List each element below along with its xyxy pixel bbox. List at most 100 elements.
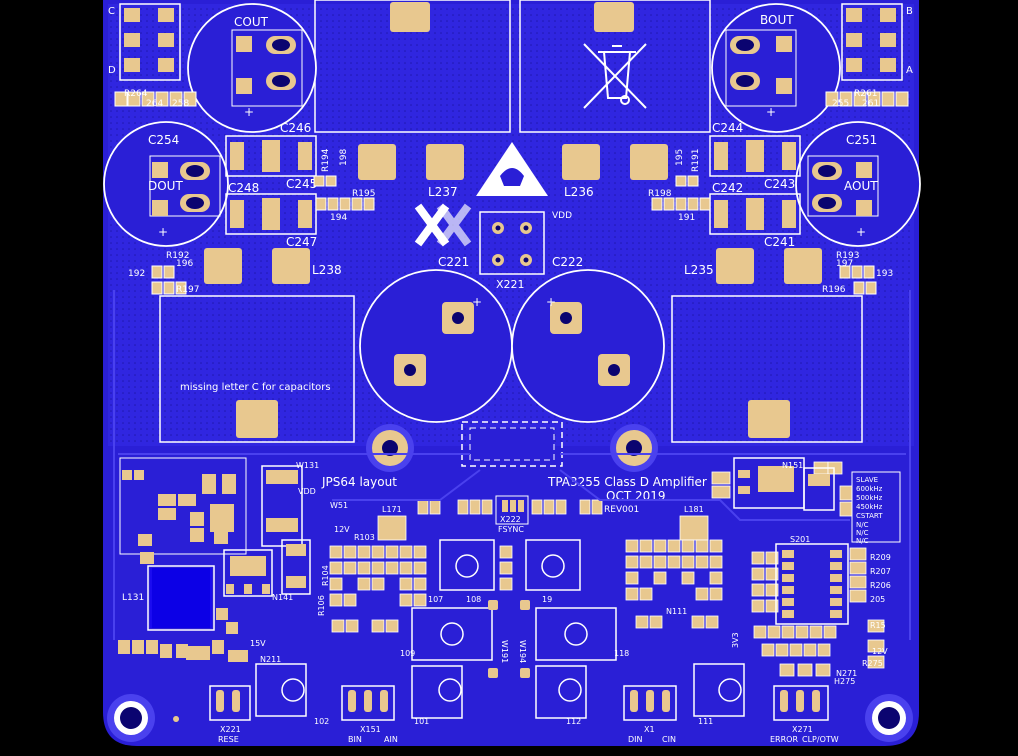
header-right bbox=[841, 3, 903, 81]
pad bbox=[390, 2, 430, 32]
connector-label-bin: BIN bbox=[348, 735, 362, 744]
block-label: 108 bbox=[466, 595, 481, 604]
resistor-row-top-right bbox=[825, 91, 909, 107]
freq-table-outline bbox=[851, 471, 901, 543]
freq-option: SLAVE bbox=[856, 476, 878, 484]
regulator-n151 bbox=[733, 457, 835, 511]
lower-left-section bbox=[118, 457, 311, 721]
resistor-label: 192 bbox=[128, 269, 145, 279]
cap-label: C247 bbox=[286, 235, 317, 249]
resistor-label: 194 bbox=[330, 213, 347, 223]
connector-label-x111: X1 bbox=[644, 725, 655, 734]
mounting-hole-right bbox=[865, 694, 913, 742]
weee-bin-icon bbox=[583, 43, 647, 109]
resistor-label: 264 bbox=[146, 99, 163, 109]
inductor-pad bbox=[358, 144, 396, 180]
block-label: R106 bbox=[317, 595, 326, 616]
resistor-label: R197 bbox=[176, 285, 199, 295]
ic-label-n151: N151 bbox=[782, 461, 803, 470]
resistor-label: 198 bbox=[339, 149, 349, 166]
freq-option: N/C bbox=[856, 521, 869, 529]
vdd-connector bbox=[479, 211, 545, 275]
inductor-outline-left bbox=[159, 295, 355, 443]
ic-label-n211: N211 bbox=[260, 655, 281, 664]
resistor-group bbox=[151, 265, 877, 295]
block-label: 102 bbox=[314, 717, 329, 726]
inductor-label-l236: L236 bbox=[564, 185, 594, 199]
wire-label-w51: W51 bbox=[330, 501, 348, 510]
ic-label-n141: N141 bbox=[272, 593, 293, 602]
freq-option: 500kHz bbox=[856, 494, 883, 502]
lower-middle-section bbox=[255, 539, 745, 721]
block-label: 118 bbox=[614, 649, 629, 658]
ic-tab bbox=[469, 427, 555, 461]
connector-label-ain: AIN bbox=[384, 735, 398, 744]
inductor-pad bbox=[784, 248, 822, 284]
resistor-label: R195 bbox=[352, 189, 375, 199]
inductor-pad bbox=[748, 400, 790, 438]
wire-label: W194 bbox=[518, 640, 527, 663]
ic-label: N271 bbox=[836, 669, 857, 678]
board-revision: REV001 bbox=[604, 505, 639, 515]
freq-option: 600kHz bbox=[856, 485, 883, 493]
pinhead-dot bbox=[173, 716, 180, 722]
resistor-label: 197 bbox=[836, 259, 853, 269]
capacitor-bout bbox=[711, 3, 841, 133]
switch-label-s201: S201 bbox=[790, 535, 810, 544]
cap-label: C245 bbox=[286, 177, 317, 191]
corner-label-b: B bbox=[906, 6, 913, 17]
voltage-label: 12V bbox=[872, 647, 888, 656]
film-capacitors-right bbox=[709, 135, 801, 235]
plus-mark: + bbox=[158, 225, 168, 239]
inductor-label-l235: L235 bbox=[684, 263, 714, 277]
company-logo-icon bbox=[414, 203, 472, 247]
connector-label-cin: CIN bbox=[662, 735, 676, 744]
header-label: H275 bbox=[834, 677, 855, 686]
cap-label: C243 bbox=[764, 177, 795, 191]
inductor-outline-right bbox=[671, 295, 863, 443]
capacitor-aout bbox=[795, 121, 921, 247]
board-title: TPA3255 Class D Amplifier bbox=[547, 475, 707, 489]
inductor-pad bbox=[562, 144, 600, 180]
freq-option: N/C bbox=[856, 529, 869, 537]
cap-label: C241 bbox=[764, 235, 795, 249]
plus-mark: + bbox=[856, 225, 866, 239]
cap-label-c251: C251 bbox=[846, 133, 877, 147]
resistor-label: 205 bbox=[870, 595, 885, 604]
freq-option: 450kHz bbox=[856, 503, 883, 511]
esd-warning-icon bbox=[476, 142, 548, 196]
connector-pins bbox=[348, 600, 820, 712]
wire-label-w131: W131 bbox=[296, 461, 319, 470]
inductor-label-l171: L171 bbox=[382, 505, 402, 514]
connector-label-rese: RESE bbox=[218, 735, 239, 744]
cap-label-bout: BOUT bbox=[760, 13, 794, 27]
freq-option: N/C bbox=[856, 537, 869, 545]
cap-label-c254: C254 bbox=[148, 133, 179, 147]
connector-label-clip: CLP/OTW bbox=[802, 735, 839, 744]
block-label: 107 bbox=[428, 595, 443, 604]
resistor-label: R261 bbox=[854, 89, 877, 99]
resistor-label: R193 bbox=[836, 251, 859, 261]
resistor-label: R15 bbox=[870, 621, 886, 630]
plus-mark: + bbox=[472, 295, 482, 309]
connector-label-x221: X221 bbox=[220, 725, 241, 734]
cap-label: C242 bbox=[712, 181, 743, 195]
x221-label: X221 bbox=[496, 278, 525, 291]
resistor-label: R191 bbox=[691, 149, 701, 172]
cap-label-cout: COUT bbox=[234, 15, 269, 29]
cap-label: C246 bbox=[280, 121, 311, 135]
inductor-label-l181: L181 bbox=[684, 505, 704, 514]
resistor-label: R209 bbox=[870, 553, 891, 562]
inductor-pad bbox=[204, 248, 242, 284]
resistor-label: R192 bbox=[166, 251, 189, 261]
resistor-row-top-left bbox=[114, 91, 197, 107]
wire-label: W191 bbox=[500, 640, 509, 663]
inductor-pad bbox=[272, 248, 310, 284]
block-label: R104 bbox=[321, 565, 330, 586]
cap-label-aout: AOUT bbox=[844, 179, 878, 193]
resistor-label: 261 bbox=[862, 99, 879, 109]
block-label: 112 bbox=[566, 717, 581, 726]
resistor-label: R198 bbox=[648, 189, 672, 199]
resistor-label: R275 bbox=[862, 659, 883, 668]
resistor-label: 193 bbox=[876, 269, 893, 279]
